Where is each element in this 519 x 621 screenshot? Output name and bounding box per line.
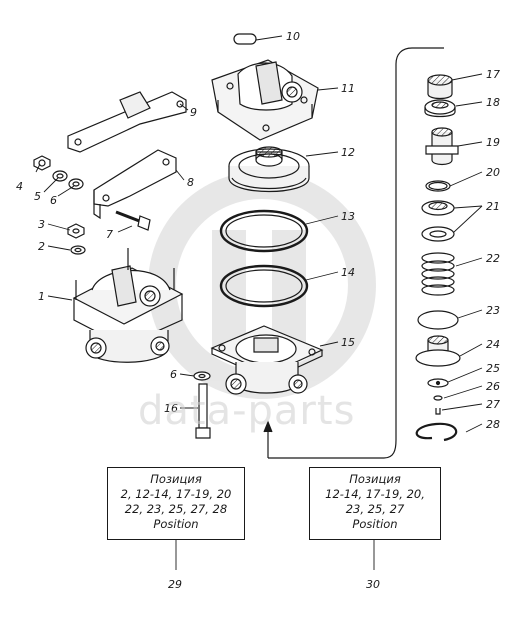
callout-20: 20 <box>486 166 500 179</box>
part-17 <box>427 74 453 100</box>
callout-4: 4 <box>16 180 23 193</box>
parts-4-5-6-fasteners <box>33 155 84 190</box>
part-21 <box>421 200 455 242</box>
callout-17: 17 <box>486 68 500 81</box>
part-14-ring <box>219 264 309 308</box>
position-box-left: Позиция 2, 12-14, 17-19, 20 22, 23, 25, … <box>107 467 245 540</box>
part-23-ring <box>417 310 459 330</box>
callout-25: 25 <box>486 362 500 375</box>
callout-26: 26 <box>486 380 500 393</box>
callout-9: 9 <box>190 106 197 119</box>
callout-14: 14 <box>341 266 355 279</box>
box-right-line2: 12-14, 17-19, 20, <box>325 487 425 501</box>
assembly-flow-line <box>263 47 444 459</box>
box-left-line2: 2, 12-14, 17-19, 20 <box>120 487 232 501</box>
part-1-valve-assembly <box>72 248 184 363</box>
callout-13: 13 <box>341 210 355 223</box>
callout-24: 24 <box>486 338 500 351</box>
box-right-line4: Position <box>352 517 398 531</box>
part-7-bolt <box>115 210 151 231</box>
part-22-spring <box>421 252 455 296</box>
callout-22: 22 <box>486 252 500 265</box>
box-right-line3: 23, 25, 27 <box>345 502 405 516</box>
callout-8: 8 <box>187 176 194 189</box>
part-9-bracket <box>67 91 187 153</box>
part-20 <box>425 180 451 192</box>
callout-3: 3 <box>38 218 45 231</box>
part-16-bolt <box>195 383 211 439</box>
parts-2-3-washers <box>67 223 86 255</box>
part-24 <box>415 335 461 367</box>
watermark-text: data-parts <box>138 388 356 434</box>
callout-15: 15 <box>341 336 355 349</box>
position-box-right: Позиция 12-14, 17-19, 20, 23, 25, 27 Pos… <box>309 467 441 540</box>
callout-27: 27 <box>486 398 500 411</box>
callout-30: 30 <box>366 578 380 591</box>
callout-29: 29 <box>168 578 182 591</box>
part-12-piston <box>228 146 310 192</box>
part-28-circlip <box>415 422 458 442</box>
callout-12: 12 <box>341 146 355 159</box>
callout-16: 16 <box>164 402 178 415</box>
leader-lines <box>35 35 483 570</box>
callout-19: 19 <box>486 136 500 149</box>
part-27 <box>435 408 441 415</box>
part-8-bracket <box>93 149 177 220</box>
callout-6-lower: 6 <box>170 368 177 381</box>
box-left-line4: Position <box>153 517 199 531</box>
callout-10: 10 <box>286 30 300 43</box>
callout-18: 18 <box>486 96 500 109</box>
callout-7: 7 <box>106 228 113 241</box>
box-left-line1: Позиция <box>150 472 202 486</box>
box-right-line1: Позиция <box>349 472 401 486</box>
part-13-ring <box>219 209 309 253</box>
box-left-line3: 22, 23, 25, 27, 28 <box>124 502 228 516</box>
callout-1: 1 <box>38 290 45 303</box>
callout-6: 6 <box>50 194 57 207</box>
callout-21: 21 <box>486 200 500 213</box>
part-10-seal <box>233 33 257 45</box>
callout-5: 5 <box>34 190 41 203</box>
part-18 <box>424 99 456 118</box>
part-19 <box>425 127 459 166</box>
part-11-cover <box>211 59 319 141</box>
part-6-lower-washer <box>193 371 211 381</box>
part-25 <box>427 378 449 388</box>
callout-28: 28 <box>486 418 500 431</box>
callout-23: 23 <box>486 304 500 317</box>
callout-2: 2 <box>38 240 45 253</box>
part-15-housing <box>210 325 324 395</box>
callout-11: 11 <box>341 82 355 95</box>
part-26 <box>433 395 443 401</box>
